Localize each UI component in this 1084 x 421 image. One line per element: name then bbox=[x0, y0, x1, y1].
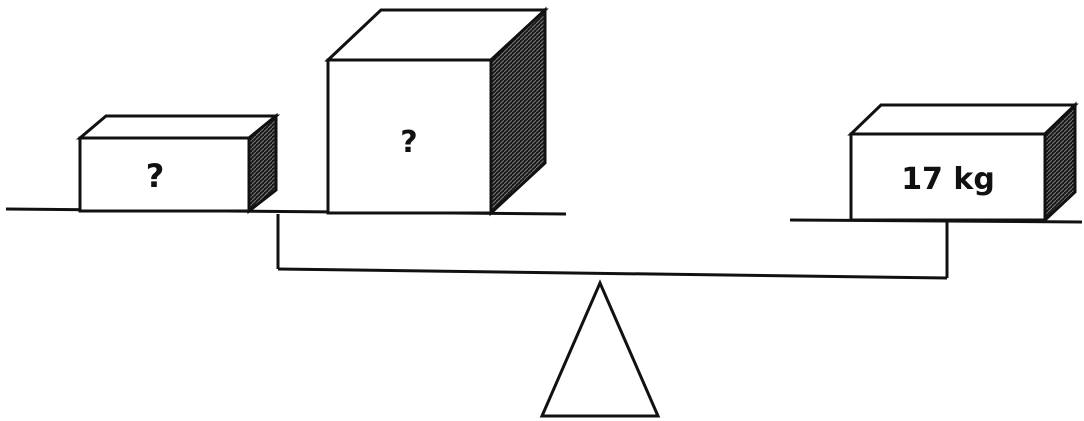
scale-beam bbox=[278, 214, 947, 278]
small-unknown-weight-box: ? bbox=[80, 116, 276, 211]
large-unknown-weight-box: ? bbox=[328, 10, 545, 213]
large-box-label: ? bbox=[400, 125, 417, 160]
small-box-label: ? bbox=[146, 157, 165, 195]
known-weight-box: 17 kg bbox=[851, 105, 1075, 220]
known-weight-label: 17 kg bbox=[901, 162, 995, 197]
fulcrum-triangle bbox=[542, 283, 658, 416]
